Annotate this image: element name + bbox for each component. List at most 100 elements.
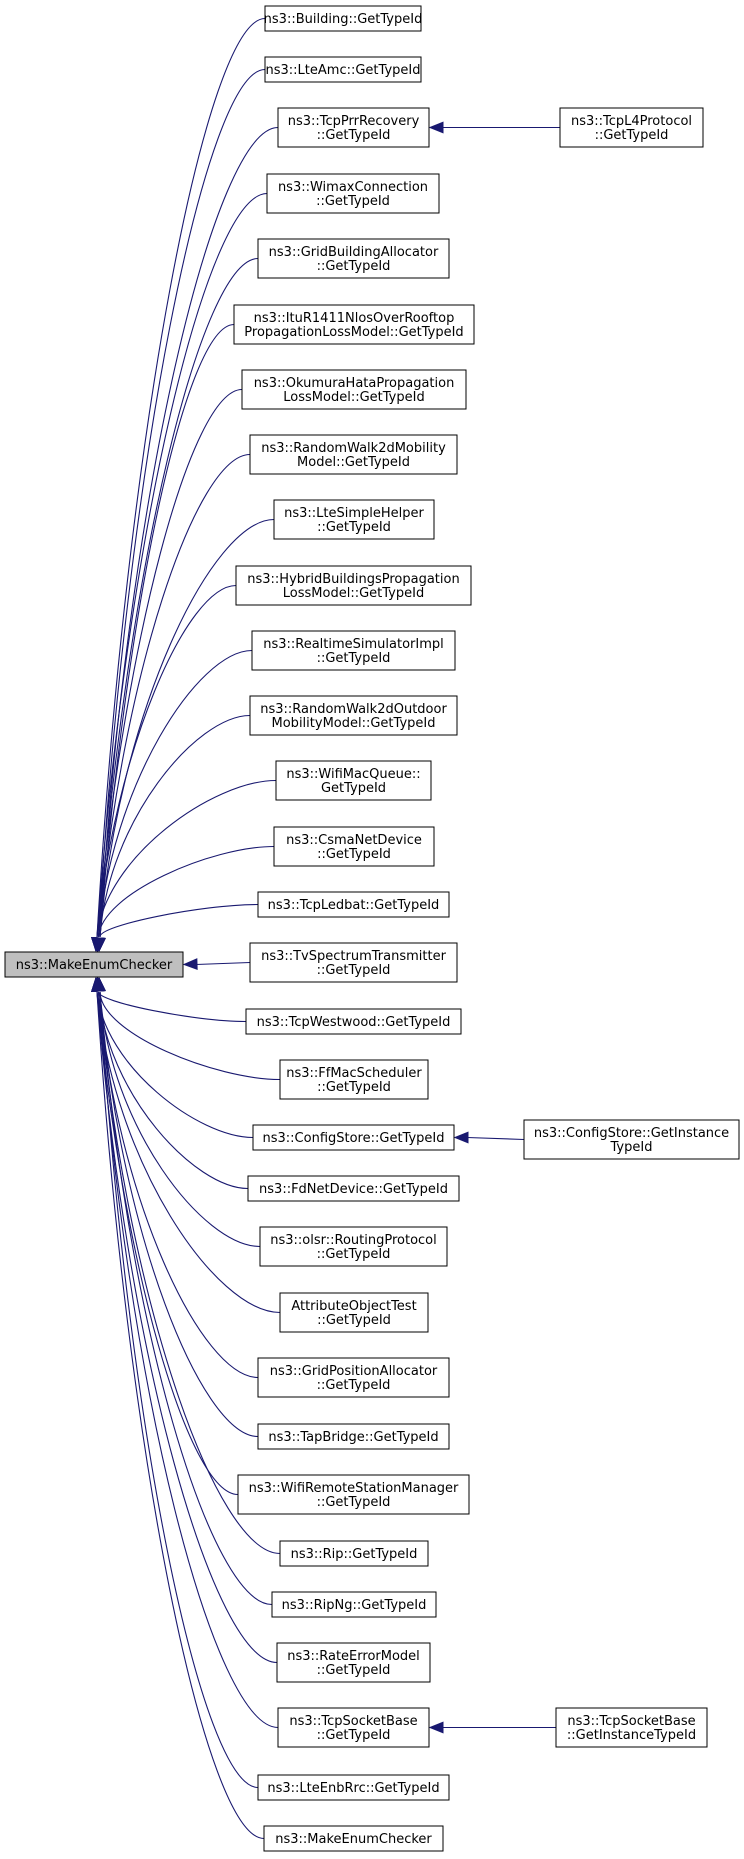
function-node[interactable]: ns3::HybridBuildingsPropagationLossModel… (235, 565, 472, 606)
call-edge (96, 779, 277, 938)
function-node[interactable]: ns3::GridBuildingAllocator::GetTypeId (257, 238, 450, 279)
function-node[interactable]: ns3::CsmaNetDevice::GetTypeId (273, 826, 435, 867)
node-label: ns3::TcpSocketBase (567, 1714, 695, 1729)
node-box (264, 5, 422, 32)
function-node[interactable]: ns3::OkumuraHataPropagationLossModel::Ge… (241, 369, 467, 410)
node-label: PropagationLossModel::GetTypeId (244, 325, 463, 340)
node-box (279, 1540, 429, 1567)
function-node[interactable]: ns3::WifiRemoteStationManager::GetTypeId (237, 1474, 470, 1515)
node-box (249, 695, 458, 736)
node-label: ns3::LteSimpleHelper (284, 506, 424, 521)
node-box (263, 1825, 444, 1852)
function-node[interactable]: ns3::TapBridge::GetTypeId (257, 1423, 450, 1450)
node-label: ns3::olsr::RoutingProtocol (270, 1233, 437, 1248)
call-edge (99, 991, 259, 1789)
function-node[interactable]: ns3::TcpL4Protocol::GetTypeId (559, 107, 704, 148)
node-label: ns3::FdNetDevice::GetTypeId (259, 1182, 448, 1197)
node-box (271, 1591, 437, 1618)
node-box (257, 1774, 450, 1801)
function-node[interactable]: ns3::FfMacScheduler::GetTypeId (279, 1059, 429, 1100)
node-label: ns3::GridBuildingAllocator (269, 245, 439, 260)
node-label: ns3::TcpPrrRecovery (288, 114, 420, 129)
node-box (235, 565, 472, 606)
node-label: ::GetTypeId (317, 1663, 391, 1678)
node-box (4, 951, 184, 978)
call-edge (96, 17, 266, 938)
call-edge (96, 192, 268, 938)
node-label: ::GetTypeId (317, 1728, 391, 1743)
function-node[interactable]: ns3::TcpSocketBase::GetInstanceTypeId (555, 1707, 708, 1748)
function-node[interactable]: ns3::olsr::RoutingProtocol::GetTypeId (259, 1226, 448, 1267)
function-node[interactable]: AttributeObjectTest::GetTypeId (279, 1292, 429, 1333)
call-edge (97, 991, 247, 1023)
root-node[interactable]: ns3::MakeEnumChecker (4, 951, 184, 978)
node-box (277, 1707, 430, 1748)
function-node[interactable]: ns3::ConfigStore::GetInstanceTypeId (523, 1119, 740, 1160)
edge-arrowhead (182, 958, 198, 971)
function-node[interactable]: ns3::FdNetDevice::GetTypeId (247, 1175, 460, 1202)
function-node[interactable]: ns3::GridPositionAllocator::GetTypeId (257, 1357, 450, 1398)
function-node[interactable]: ns3::TcpLedbat::GetTypeId (257, 891, 450, 918)
function-node[interactable]: ns3::RealtimeSimulatorImpl::GetTypeId (251, 630, 456, 671)
function-node[interactable]: ns3::RandomWalk2dMobilityModel::GetTypeI… (249, 434, 458, 475)
node-label: TypeId (610, 1140, 653, 1155)
call-edge (97, 649, 253, 938)
function-node[interactable]: ns3::RateErrorModel::GetTypeId (276, 1642, 431, 1683)
node-label: ::GetTypeId (595, 128, 669, 143)
function-node[interactable]: ns3::TvSpectrumTransmitter::GetTypeId (249, 942, 458, 983)
node-label: ns3::TvSpectrumTransmitter (261, 949, 446, 964)
node-label: MobilityModel::GetTypeId (272, 716, 436, 731)
node-box (279, 1059, 429, 1100)
node-box (257, 1357, 450, 1398)
node-box (241, 369, 467, 410)
function-node[interactable]: ns3::MakeEnumChecker (263, 1825, 444, 1852)
call-edge (96, 991, 278, 1664)
function-node[interactable]: ns3::RipNg::GetTypeId (271, 1591, 437, 1618)
node-box (245, 1008, 462, 1035)
call-edge (97, 68, 266, 938)
node-box (277, 107, 430, 148)
node-label: LossModel::GetTypeId (283, 586, 424, 601)
node-box (252, 1124, 455, 1151)
node-label: ::GetTypeId (317, 1313, 391, 1328)
function-node[interactable]: ns3::ItuR1411NlosOverRooftopPropagationL… (233, 304, 475, 345)
function-node[interactable]: ns3::LteSimpleHelper::GetTypeId (273, 499, 435, 540)
node-box (249, 942, 458, 983)
node-label: ::GetTypeId (317, 651, 391, 666)
function-node[interactable]: ns3::WifiMacQueue::GetTypeId (275, 760, 432, 801)
node-label: ns3::RandomWalk2dOutdoor (260, 702, 447, 717)
node-label: ns3::TapBridge::GetTypeId (268, 1430, 438, 1445)
node-label: ns3::WifiMacQueue:: (286, 767, 420, 782)
node-label: ns3::CsmaNetDevice (286, 833, 422, 848)
node-label: ::GetTypeId (317, 963, 391, 978)
function-node[interactable]: ns3::TcpSocketBase::GetTypeId (277, 1707, 430, 1748)
function-node[interactable]: ns3::Building::GetTypeId (264, 5, 423, 32)
node-label: ns3::LteAmc::GetTypeId (266, 63, 421, 78)
function-node[interactable]: ns3::TcpWestwood::GetTypeId (245, 1008, 462, 1035)
node-label: ns3::ConfigStore::GetInstance (534, 1126, 729, 1141)
node-label: ns3::TcpWestwood::GetTypeId (257, 1015, 451, 1030)
function-node[interactable]: ns3::RandomWalk2dOutdoorMobilityModel::G… (249, 695, 458, 736)
node-box (279, 1292, 429, 1333)
function-node[interactable]: ns3::LteAmc::GetTypeId (264, 56, 422, 83)
node-box (249, 434, 458, 475)
function-node[interactable]: ns3::ConfigStore::GetTypeId (252, 1124, 455, 1151)
call-edge (97, 991, 249, 1190)
node-label: ns3::ItuR1411NlosOverRooftop (254, 311, 455, 326)
function-node[interactable]: ns3::TcpPrrRecovery::GetTypeId (277, 107, 430, 148)
node-box (273, 499, 435, 540)
function-node[interactable]: ns3::WimaxConnection::GetTypeId (266, 173, 440, 214)
edge-arrowhead (428, 1721, 444, 1734)
function-node[interactable]: ns3::LteEnbRrc::GetTypeId (257, 1774, 450, 1801)
call-edge (99, 323, 235, 938)
edges-layer (91, 17, 560, 1840)
node-label: AttributeObjectTest (291, 1299, 416, 1314)
node-label: ns3::FfMacScheduler (286, 1066, 422, 1081)
node-box (559, 107, 704, 148)
node-label: ::GetTypeId (317, 128, 391, 143)
call-edge (96, 991, 239, 1496)
function-node[interactable]: ns3::Rip::GetTypeId (279, 1540, 429, 1567)
node-box (257, 1423, 450, 1450)
nodes-layer: ns3::MakeEnumChecker ns3::Building::GetTy… (4, 5, 740, 1852)
